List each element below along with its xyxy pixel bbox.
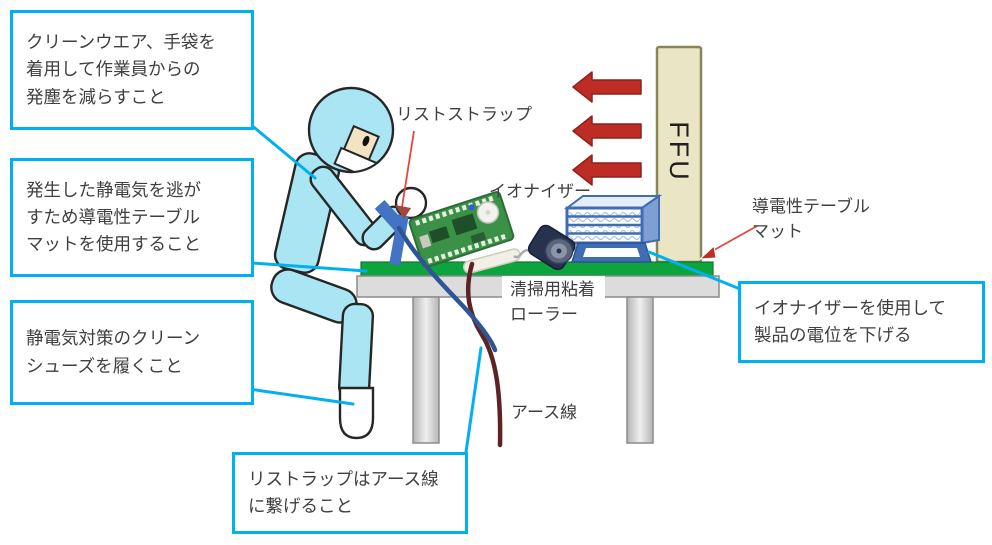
callout-clean-shoes: 静電気対策のクリーン シューズを履くこと <box>10 300 254 405</box>
worker-shin <box>337 302 375 401</box>
ionizer-device <box>564 194 663 263</box>
ffu-unit: FFU <box>655 45 703 264</box>
connector-shoes <box>247 387 355 406</box>
wrist-strap-band <box>374 200 409 266</box>
circuit-board <box>408 191 515 268</box>
worker <box>270 86 428 440</box>
airflow-arrow-icon <box>572 154 642 186</box>
label-wrist-strap: リストストラップ <box>396 105 532 124</box>
connector-cleanwear <box>248 122 317 180</box>
label-adhesive-roller: 清掃用粘着 ローラー <box>502 276 605 332</box>
pcb-led <box>468 204 475 211</box>
airflow-arrow-icon <box>572 71 642 103</box>
wrist-strap-pointer <box>395 130 415 219</box>
pointer-arrowhead-icon <box>698 245 717 260</box>
wrist-cord <box>396 225 498 353</box>
sticky-roller <box>463 224 576 274</box>
connector-wrist-ground <box>464 346 483 454</box>
ffu-label: FFU <box>664 121 694 182</box>
airflow-arrow-icon <box>572 115 642 147</box>
label-conductive-mat: 導電性テーブル マット <box>752 197 870 241</box>
earth-wire-line <box>465 261 503 448</box>
connector-ionizer <box>647 250 742 291</box>
table-leg <box>412 296 440 444</box>
conductive-mat <box>360 261 714 277</box>
table-leg <box>626 296 654 444</box>
callout-ionizer-use: イオナイザーを使用して 製品の電位を下げる <box>738 281 985 363</box>
worker-mask <box>333 146 382 171</box>
mat-pointer <box>698 225 758 260</box>
worker-shoe <box>338 386 375 440</box>
label-ionizer: イオナイザー <box>489 182 591 201</box>
label-earth-wire: アース線 <box>511 403 578 422</box>
connector-mat-use <box>250 261 368 273</box>
pointer-arrowhead-icon <box>395 205 411 219</box>
callout-cleanwear: クリーンウエア、手袋を 着用して作業員からの 発塵を減らすこと <box>10 10 254 130</box>
worker-eye <box>362 135 370 147</box>
airflow-arrows <box>572 71 642 186</box>
callout-wrist-strap-grounding: リストラップはアース線 に繋げること <box>232 452 468 534</box>
callout-conductive-mat-use: 発生した静電気を逃が すため導電性テーブル マットを使用すること <box>10 158 254 277</box>
